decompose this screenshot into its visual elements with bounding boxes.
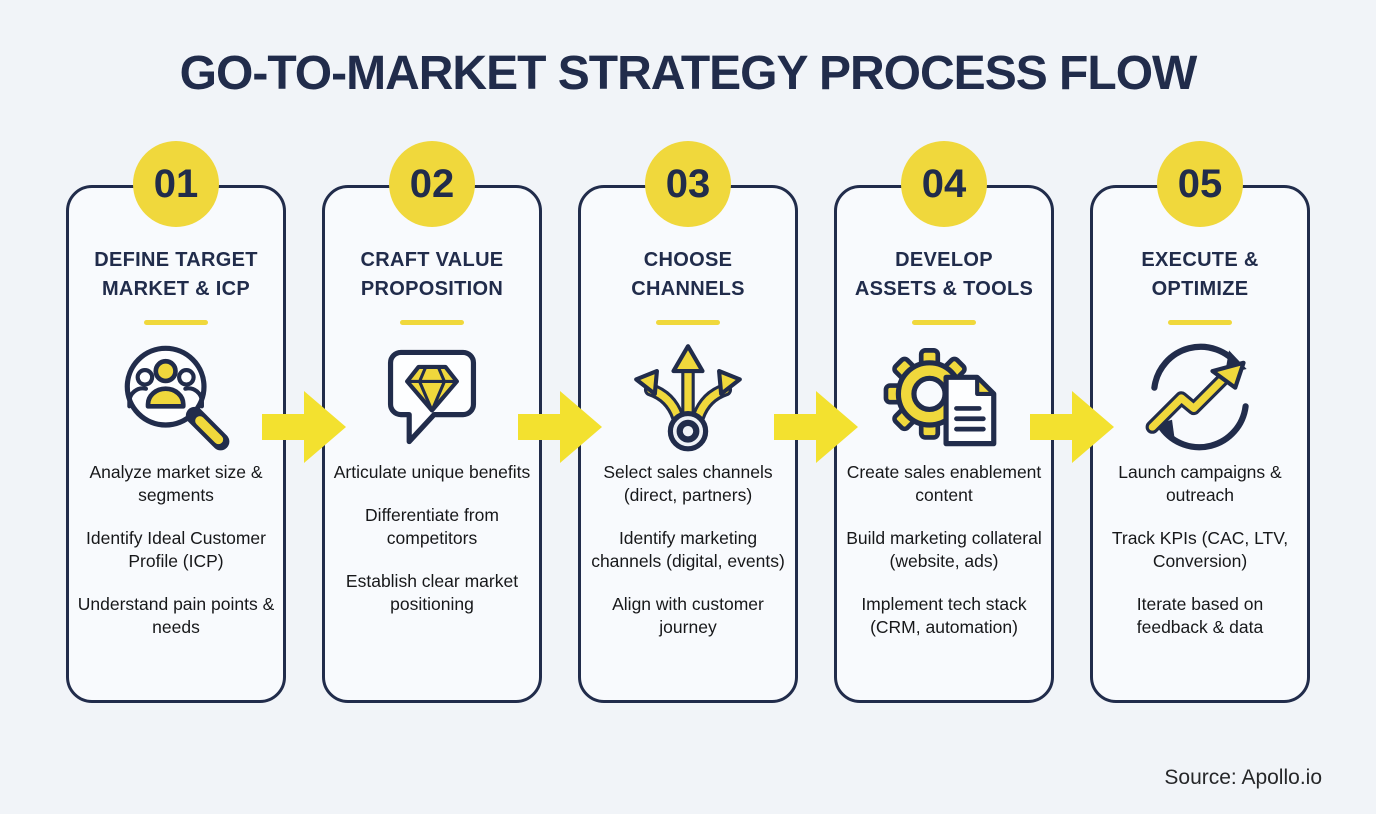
step-item: Align with customer journey (612, 594, 764, 637)
step-item: Build marketing collateral (website, ads… (846, 528, 1042, 571)
step-item: Analyze market size & segments (89, 462, 263, 505)
page-title: GO-TO-MARKET STRATEGY PROCESS FLOW (179, 47, 1198, 100)
cycle-trend-arrow-icon (1101, 337, 1299, 457)
step-underline (400, 320, 464, 325)
gear-document-icon (845, 337, 1043, 457)
step-number: 05 (1177, 161, 1223, 206)
arrow-gap (1030, 141, 1114, 463)
step-number: 04 (921, 161, 967, 206)
flow-arrow-icon (1030, 391, 1114, 463)
step-item: Iterate based on feedback & data (1136, 594, 1264, 637)
three-way-arrows-icon (589, 337, 787, 457)
magnifier-people-icon (77, 337, 275, 457)
step-item: Differentiate from competitors (365, 505, 499, 548)
step-underline (912, 320, 976, 325)
step-underline (1168, 320, 1232, 325)
step-underline (656, 320, 720, 325)
arrow-gap (262, 141, 346, 463)
step-number-badge: 05 (1157, 141, 1243, 227)
step-number: 01 (153, 161, 199, 206)
step-card: 05 EXECUTE &OPTIMIZE Launch campaigns & … (1090, 141, 1310, 703)
step-number-badge: 01 (133, 141, 219, 227)
step-title: EXECUTE &OPTIMIZE (1141, 249, 1259, 300)
step-item: Select sales channels (direct, partners) (603, 462, 773, 505)
step-item: Track KPIs (CAC, LTV, Conversion) (1111, 528, 1289, 571)
step-items: Select sales channels (direct, partners)… (589, 461, 787, 639)
step-item: Create sales enablement content (846, 462, 1042, 505)
step-item: Articulate unique benefits (333, 462, 531, 482)
flow-arrow-icon (262, 391, 346, 463)
source-credit: Source: Apollo.io (1164, 766, 1322, 789)
step-underline (144, 320, 208, 325)
step-number: 03 (665, 161, 711, 206)
arrow-gap (774, 141, 858, 463)
step-item: Launch campaigns & outreach (1118, 462, 1282, 505)
step-item: Identify marketing channels (digital, ev… (591, 528, 785, 571)
speech-bubble-diamond-icon (333, 337, 531, 457)
step-number-badge: 03 (645, 141, 731, 227)
step-item: Identify Ideal Customer Profile (ICP) (86, 528, 266, 571)
step-number-badge: 04 (901, 141, 987, 227)
step-number-badge: 02 (389, 141, 475, 227)
step-number: 02 (409, 161, 455, 206)
step-item: Establish clear market positioning (345, 571, 519, 614)
flow-arrow-icon (774, 391, 858, 463)
flow-arrow-icon (518, 391, 602, 463)
arrow-gap (518, 141, 602, 463)
step-item: Implement tech stack (CRM, automation) (861, 594, 1027, 637)
step-item: Understand pain points & needs (77, 594, 275, 637)
step-card-body: EXECUTE &OPTIMIZE Launch campaigns & out… (1090, 185, 1310, 703)
